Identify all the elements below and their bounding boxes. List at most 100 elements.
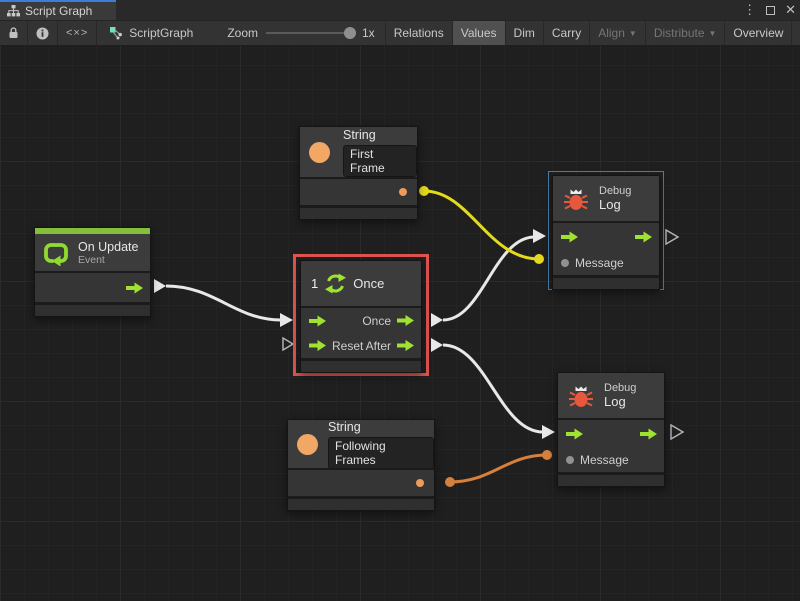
node-on-update[interactable]: On Update Event	[34, 227, 151, 317]
wire-onupdate-to-once[interactable]	[165, 284, 282, 322]
graph-canvas[interactable]: String First Frame On Update Event	[0, 46, 800, 601]
flow-out-triangle-empty[interactable]	[670, 423, 685, 441]
value-output-port[interactable]	[399, 188, 407, 196]
event-accent-strip	[35, 228, 150, 234]
kebab-menu-icon[interactable]: ⋮	[743, 2, 757, 17]
flow-input-port[interactable]	[309, 315, 326, 326]
values-button[interactable]: Values	[452, 21, 506, 45]
node-header: String Following Frames	[288, 419, 434, 469]
node-once[interactable]: 1 Once Once	[300, 260, 422, 373]
debug-row-message: Message	[553, 251, 659, 275]
node-string-following-frames[interactable]: String Following Frames	[287, 419, 435, 511]
flow-output-port[interactable]	[640, 428, 657, 440]
port-label: Once	[362, 313, 391, 328]
string-value-field[interactable]: Following Frames	[328, 436, 434, 469]
carry-button[interactable]: Carry	[544, 21, 591, 45]
info-button[interactable]	[28, 21, 58, 45]
dim-button[interactable]: Dim	[506, 21, 544, 45]
inspect-source-button[interactable]: <×>	[58, 21, 98, 45]
flow-arrow-icon	[397, 340, 414, 351]
zoom-value: 1x	[362, 26, 375, 40]
flow-output-port-after[interactable]: After	[366, 339, 414, 353]
node-title: Log	[604, 394, 626, 409]
node-footer	[553, 275, 659, 289]
value-port-dot	[561, 259, 569, 267]
node-header: Debug Log	[558, 373, 664, 418]
close-icon[interactable]: ✕	[785, 2, 796, 17]
flow-output-port[interactable]	[635, 231, 652, 243]
port-label: Message	[580, 453, 629, 467]
code-icon: <×>	[66, 27, 89, 39]
flow-out-triangle	[431, 338, 443, 352]
zoom-control: Zoom 1x	[219, 21, 386, 45]
flow-output-port-once[interactable]: Once	[362, 314, 414, 328]
once-count: 1	[311, 276, 319, 291]
flow-input-port[interactable]	[561, 231, 578, 243]
node-string-first-frame[interactable]: String First Frame	[299, 126, 418, 220]
flow-output-port[interactable]	[126, 282, 143, 293]
string-value-field[interactable]: First Frame	[343, 144, 417, 177]
port-label: After	[365, 338, 391, 353]
flow-input-port[interactable]	[566, 428, 583, 440]
flow-arrow-icon	[309, 340, 326, 351]
node-title: String	[343, 127, 376, 142]
fullscreen-button[interactable]: Full Screen	[792, 21, 800, 45]
once-row-1: Once	[301, 306, 421, 333]
node-header: On Update Event	[35, 234, 150, 271]
distribute-button[interactable]: Distribute ▼	[646, 21, 726, 45]
value-wire-dot	[419, 186, 429, 196]
node-title: String	[328, 419, 361, 434]
node-footer	[35, 302, 150, 316]
maximize-icon[interactable]	[766, 5, 776, 15]
value-input-port-message[interactable]: Message	[561, 256, 624, 270]
node-title: Once	[353, 276, 385, 291]
wire-string-to-message-top[interactable]	[423, 189, 540, 261]
node-debug-log-top[interactable]: Debug Log Message	[552, 175, 660, 290]
node-header: Debug Log	[553, 176, 659, 221]
flow-arrow-icon	[566, 428, 583, 440]
bug-icon	[569, 386, 593, 407]
flow-input-port-reset[interactable]: Reset	[309, 339, 363, 353]
graph-toolbar: <×> ScriptGraph Zoom 1x Relations Values…	[0, 21, 800, 46]
align-button[interactable]: Align ▼	[590, 21, 646, 45]
port-label: Reset	[332, 338, 364, 353]
loop-icon	[44, 242, 68, 266]
wire-once-to-debug-top[interactable]	[442, 235, 535, 322]
lock-button[interactable]	[0, 21, 28, 45]
debug-row-flow	[558, 418, 664, 448]
value-wire-dot	[542, 450, 552, 460]
toolbar-buttons: Relations Values Dim Carry Align ▼ Distr…	[386, 21, 800, 45]
debug-row-message: Message	[558, 448, 664, 472]
align-label: Align	[598, 26, 625, 40]
node-body	[288, 468, 434, 496]
chevron-down-icon: ▼	[628, 28, 637, 38]
zoom-slider[interactable]	[266, 27, 356, 39]
flow-out-triangle	[431, 313, 443, 327]
window-controls: ⋮ ✕	[743, 2, 796, 18]
node-title: Log	[599, 197, 621, 212]
node-header: String First Frame	[300, 127, 417, 177]
chevron-down-icon: ▼	[708, 28, 717, 38]
node-debug-log-bottom[interactable]: Debug Log Message	[557, 372, 665, 487]
flow-out-triangle-empty[interactable]	[665, 228, 680, 246]
flow-in-triangle-empty[interactable]	[282, 336, 295, 352]
tab-script-graph[interactable]: Script Graph	[0, 0, 116, 20]
node-footer	[301, 358, 421, 372]
flow-out-triangle	[154, 279, 166, 293]
relations-button[interactable]: Relations	[386, 21, 453, 45]
graph-name-label: ScriptGraph	[129, 26, 194, 40]
graph-breadcrumb[interactable]: ScriptGraph	[97, 21, 201, 45]
zoom-slider-handle[interactable]	[344, 27, 356, 39]
wire-string-to-message-bottom[interactable]	[449, 453, 548, 484]
wire-once-to-debug-bottom[interactable]	[442, 343, 544, 434]
flow-arrow-icon	[561, 231, 578, 243]
node-category: Debug	[604, 382, 637, 394]
lock-icon	[9, 27, 18, 38]
value-input-port-message[interactable]: Message	[566, 453, 629, 467]
literal-icon	[297, 433, 318, 455]
flow-arrow-icon	[309, 315, 326, 326]
node-footer	[300, 205, 417, 219]
value-output-port[interactable]	[416, 479, 424, 487]
flow-arrow-icon	[397, 315, 414, 326]
overview-button[interactable]: Overview	[725, 21, 793, 45]
